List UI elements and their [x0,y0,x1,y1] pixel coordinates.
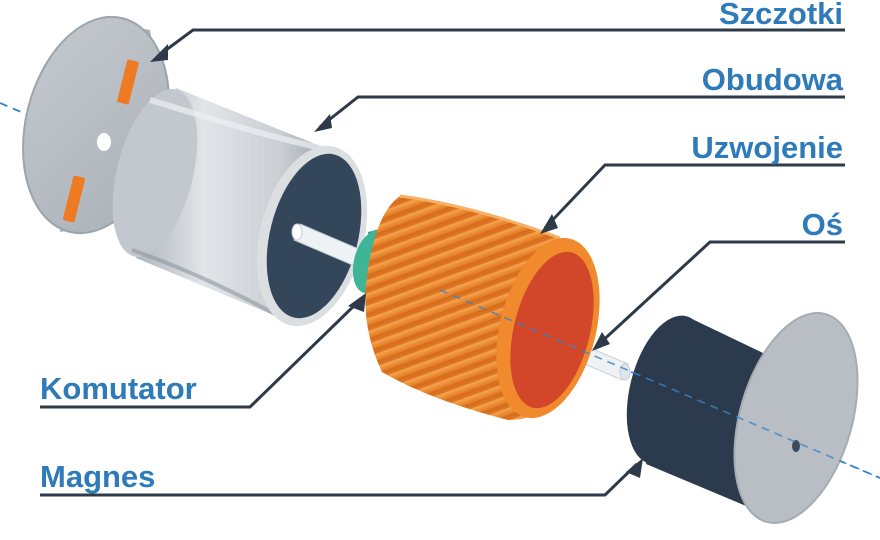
leader-os [596,240,845,347]
leader-magnes [40,462,639,497]
leader-komutator [40,298,362,409]
brush-bottom [63,175,85,223]
coil-winding [365,194,600,420]
label-os: Oś [802,207,843,242]
label-uzwojenie: Uzwojenie [691,130,843,165]
label-szczotki: Szczotki [719,0,843,31]
brush-top [117,59,139,105]
label-magnes: Magnes [40,459,155,494]
shaft-hole [97,133,111,151]
leader-uzwojenie [543,163,845,230]
leader-obudowa [319,95,845,129]
magnet-end-plate [733,312,859,524]
label-komutator: Komutator [40,371,197,406]
housing-cylinder [112,88,368,327]
magnet-housing [626,312,859,524]
leader-szczotki [157,28,845,58]
label-obudowa: Obudowa [702,62,844,97]
